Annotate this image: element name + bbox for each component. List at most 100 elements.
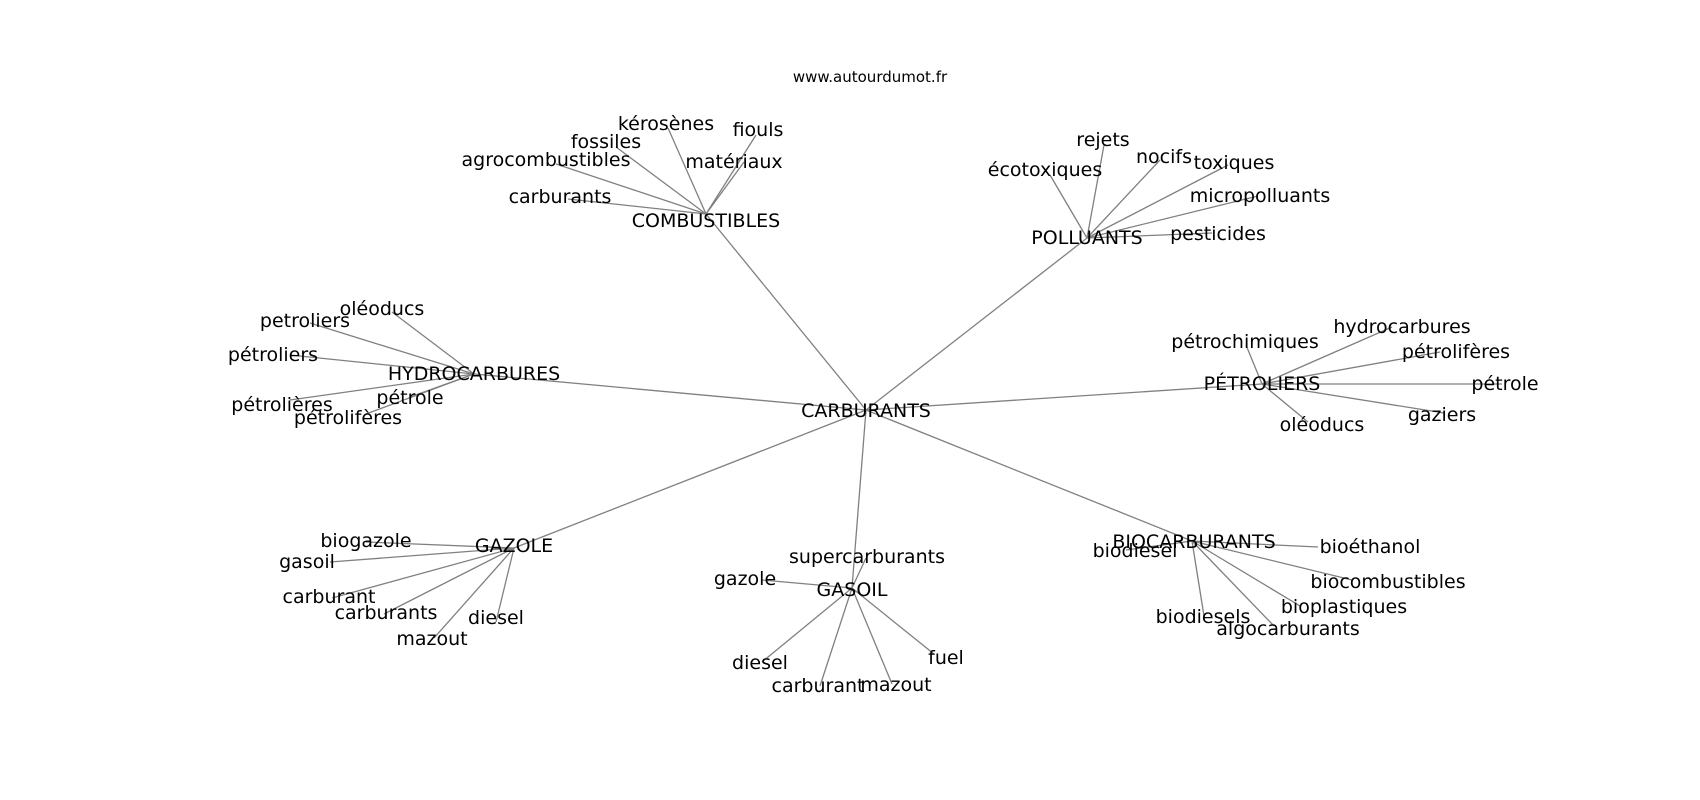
graph-edge <box>555 163 707 215</box>
leaf-word[interactable]: fuel <box>928 647 964 669</box>
graph-edge <box>851 557 867 589</box>
graph-edge <box>1191 540 1301 607</box>
leaf-word[interactable]: biogazole <box>320 530 411 552</box>
graph-edge <box>391 311 475 375</box>
graph-edge <box>705 161 745 215</box>
graph-edge <box>289 354 475 375</box>
graph-edge <box>365 373 475 415</box>
graph-edge <box>1261 383 1309 423</box>
leaf-word[interactable]: fossiles <box>571 131 641 153</box>
graph-edge <box>309 322 475 375</box>
leaf-word[interactable]: pesticides <box>1170 223 1266 245</box>
graph-edge <box>289 373 475 401</box>
graph-edge <box>567 198 707 215</box>
graph-edge <box>761 579 853 589</box>
leaf-word[interactable]: carburants <box>335 602 438 624</box>
leaf-word[interactable]: gaziers <box>1408 404 1476 426</box>
leaf-word[interactable]: fiouls <box>733 119 784 141</box>
graph-edge <box>433 547 515 639</box>
graph-edge <box>495 547 515 623</box>
leaf-word[interactable]: gazole <box>714 568 776 590</box>
leaf-word[interactable]: pétrolières <box>231 394 332 416</box>
leaf-word[interactable]: écotoxiques <box>988 159 1102 181</box>
graph-edge <box>865 237 1088 411</box>
graph-labels: www.autourdumot.fr CARBURANTS COMBUSTIBLE… <box>228 68 1539 697</box>
leaf-word[interactable]: agrocombustibles <box>462 149 631 171</box>
root-word[interactable]: CARBURANTS <box>801 400 931 422</box>
leaf-word[interactable]: mazout <box>396 628 467 650</box>
leaf-word[interactable]: hydrocarbures <box>1333 316 1470 338</box>
leaf-word[interactable]: nocifs <box>1136 146 1192 168</box>
leaf-word[interactable]: carburant <box>283 586 376 608</box>
graph-edge <box>329 547 515 563</box>
leaf-word[interactable]: diesel <box>732 652 788 674</box>
leaf-word[interactable]: oléoducs <box>340 298 425 320</box>
leaf-word[interactable]: kérosènes <box>618 113 714 135</box>
graph-edge <box>819 587 853 687</box>
graph-edge <box>1261 383 1445 414</box>
leaf-word[interactable]: supercarburants <box>789 546 945 568</box>
graph-edge <box>365 541 515 549</box>
leaf-word[interactable]: rejets <box>1076 129 1129 151</box>
graph-edge <box>1086 195 1259 239</box>
leaf-word[interactable]: bioéthanol <box>1320 536 1421 558</box>
graph-edge <box>851 587 935 655</box>
leaf-word[interactable]: petroliers <box>260 310 350 332</box>
leaf-word[interactable]: pétrole <box>1471 373 1538 395</box>
hub-word[interactable]: HYDROCARBURES <box>388 363 560 385</box>
leaf-word[interactable]: mazout <box>860 674 931 696</box>
leaf-word[interactable]: gasoil <box>279 551 335 573</box>
graph-edge <box>761 587 853 663</box>
graph-edge <box>851 587 893 685</box>
hub-word[interactable]: PÉTROLIERS <box>1204 372 1321 395</box>
leaf-word[interactable]: toxiques <box>1194 152 1275 174</box>
leaf-word[interactable]: pétrochimiques <box>1171 331 1318 353</box>
graph-edge <box>1086 159 1161 239</box>
graph-edge <box>1191 540 1319 548</box>
graph-edge <box>1191 540 1275 627</box>
hub-word[interactable]: GASOIL <box>817 579 888 601</box>
graph-edge <box>331 547 515 599</box>
hub-word[interactable]: BIOCARBURANTS <box>1112 531 1275 553</box>
graph-edge <box>1261 351 1441 385</box>
hub-word[interactable]: COMBUSTIBLES <box>632 210 781 232</box>
site-label: www.autourdumot.fr <box>793 68 948 86</box>
leaf-word[interactable]: pétrole <box>376 387 443 409</box>
leaf-word[interactable]: micropolluants <box>1190 185 1331 207</box>
leaf-word[interactable]: pétrolifères <box>294 407 402 429</box>
graph-edge <box>473 373 867 411</box>
graph-edge <box>513 409 867 549</box>
graph-edge <box>615 146 707 215</box>
hub-word[interactable]: GAZOLE <box>475 535 553 557</box>
leaf-word[interactable]: carburant <box>772 675 865 697</box>
graph-edge <box>1125 540 1193 551</box>
leaf-word[interactable]: oléoducs <box>1280 414 1365 436</box>
leaf-word[interactable]: bioplastiques <box>1281 596 1407 618</box>
leaf-word[interactable]: pétrolifères <box>1402 341 1510 363</box>
graph-edge <box>1086 232 1213 239</box>
hub-word[interactable]: POLLUANTS <box>1031 227 1142 249</box>
graph-edge <box>851 409 867 589</box>
leaf-word[interactable]: biodiesels <box>1156 606 1251 628</box>
leaf-word[interactable]: diesel <box>468 607 524 629</box>
leaf-word[interactable]: algocarburants <box>1216 618 1359 640</box>
graph-edge <box>383 547 515 615</box>
leaf-word[interactable]: pétroliers <box>228 344 318 366</box>
graph-edge <box>1086 164 1229 239</box>
graph-edge <box>1086 144 1105 239</box>
graph-edge <box>705 213 867 411</box>
graph-edge <box>865 409 1193 542</box>
graph-edge <box>667 127 707 215</box>
graph-edge <box>705 134 757 215</box>
leaf-word[interactable]: carburants <box>509 186 612 208</box>
graph-edge <box>1191 540 1353 581</box>
graph-edge <box>865 383 1263 411</box>
graph-edge <box>1049 174 1088 239</box>
graph-edge <box>1261 326 1393 385</box>
graph-edges <box>289 127 1502 687</box>
graph-edge <box>1191 540 1205 617</box>
leaf-word[interactable]: biodiesel <box>1093 540 1178 562</box>
leaf-word[interactable]: matériaux <box>685 151 782 173</box>
leaf-word[interactable]: biocombustibles <box>1310 571 1465 593</box>
